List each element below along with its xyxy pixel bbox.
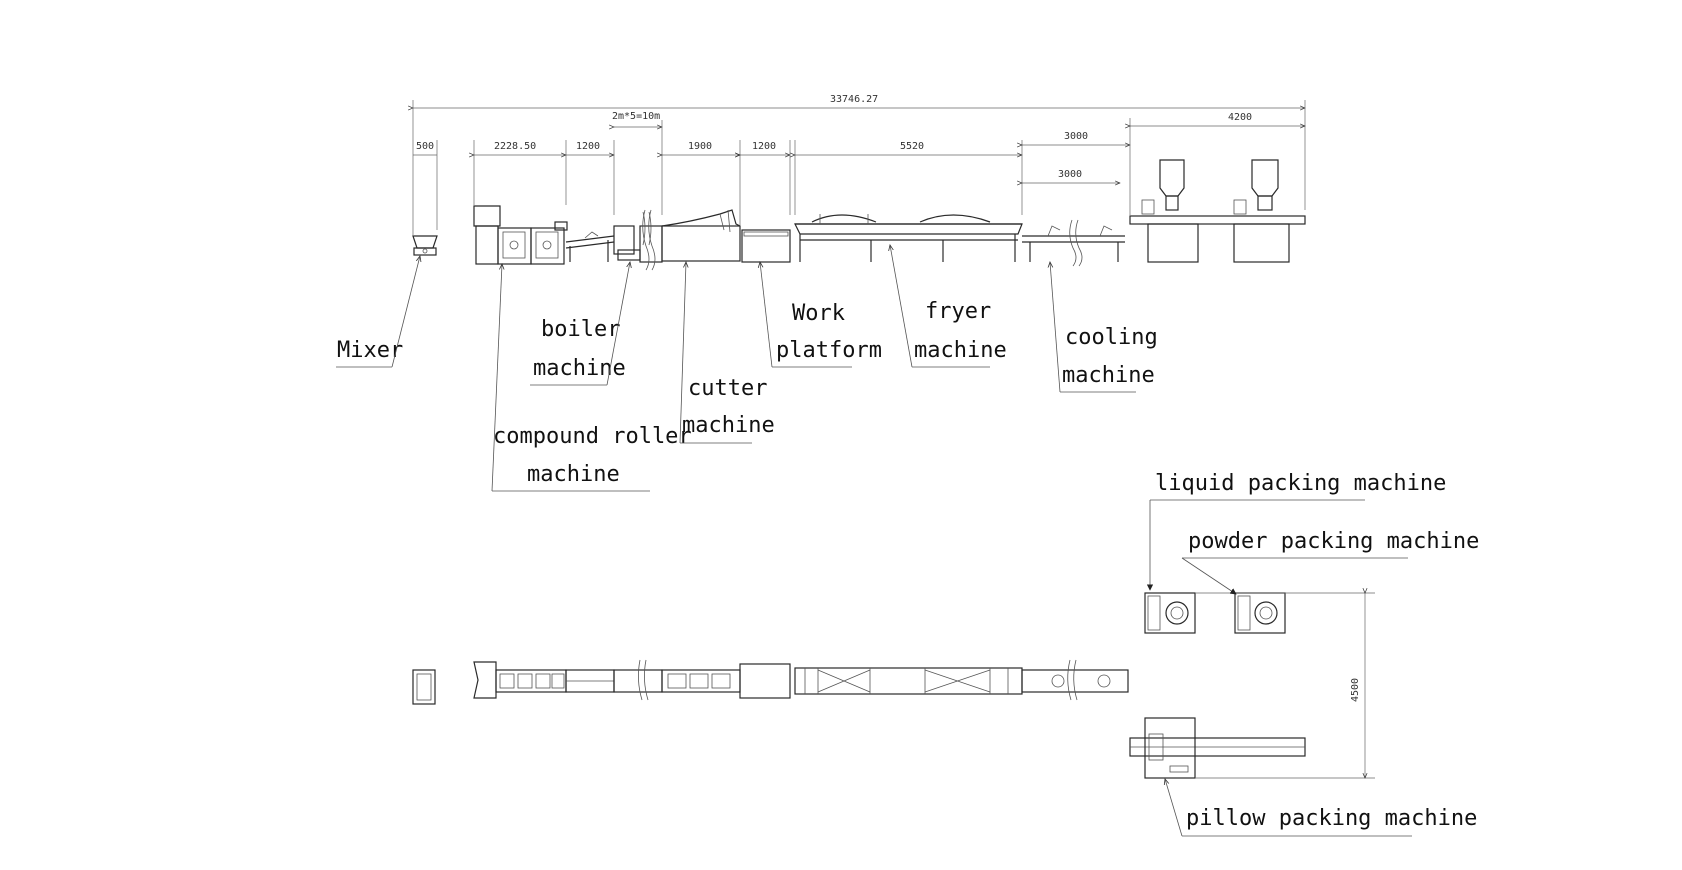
label-fryer-2: machine	[914, 338, 1007, 363]
label-compound-1: compound roller	[493, 424, 692, 449]
dim-cooling-top: 3000	[1064, 131, 1088, 142]
dim-compound: 2228.50	[494, 141, 536, 152]
fryer-elevation	[794, 214, 1023, 262]
dim-vertical: 4500	[1195, 593, 1375, 778]
cutter-elevation	[661, 209, 741, 262]
cooling-plan	[1021, 659, 1129, 701]
label-liquid: liquid packing machine	[1155, 471, 1446, 496]
mixer-plan	[412, 669, 436, 705]
dim-cooling-bottom: 3000	[1058, 169, 1082, 180]
elevation-view	[412, 159, 1306, 271]
dim-boiler: 2m*5=10m	[612, 111, 660, 122]
work-platform-elevation	[741, 229, 791, 263]
label-work-1: Work	[792, 301, 845, 326]
powder-packer-plan	[1234, 592, 1286, 634]
break-marks	[642, 209, 1083, 271]
label-mixer-group: Mixer	[336, 256, 420, 368]
label-compound-group: compound roller machine	[491, 264, 692, 492]
fryer-plan	[794, 667, 1023, 695]
compound-roller-elevation	[473, 205, 568, 265]
conveyor-elevation	[565, 231, 615, 262]
label-cooling-group: cooling machine	[1050, 262, 1158, 393]
dim-fryer: 5520	[900, 141, 924, 152]
cutter-plan	[661, 669, 741, 693]
cooling-elevation	[1022, 225, 1125, 262]
dim-mixer: 500	[416, 141, 434, 152]
label-cooling-2: machine	[1062, 363, 1155, 388]
label-powder: powder packing machine	[1188, 529, 1479, 554]
label-work-group: Work platform	[760, 262, 882, 368]
dim-vertical-text: 4500	[1350, 678, 1361, 702]
label-pillow-group: pillow packing machine	[1165, 779, 1477, 837]
plan-view: 4500	[412, 592, 1375, 779]
label-mixer: Mixer	[337, 338, 403, 363]
dim-packers: 4200	[1228, 112, 1252, 123]
liquid-packer-plan	[1144, 592, 1196, 634]
dimension-lines: 33746.27 500 2228.50 1200 2m*5=10m 1900 …	[413, 94, 1305, 235]
label-cutter-2: machine	[682, 413, 775, 438]
label-work-2: platform	[776, 338, 882, 363]
compound-roller-plan	[473, 661, 567, 699]
boiler-plan	[613, 659, 663, 701]
label-pillow: pillow packing machine	[1186, 806, 1477, 831]
dim-gap1: 1200	[576, 141, 600, 152]
label-cutter-1: cutter	[688, 376, 767, 401]
labels: Mixer boiler machine compound roller mac…	[336, 245, 1479, 837]
label-compound-2: machine	[527, 462, 620, 487]
mixer-elevation	[412, 235, 438, 256]
conveyor-plan	[565, 669, 615, 693]
pillow-packer-plan	[1129, 717, 1306, 779]
label-boiler-1: boiler	[541, 317, 620, 342]
label-boiler-group: boiler machine	[530, 262, 630, 386]
label-fryer-1: fryer	[925, 299, 991, 324]
label-powder-group: powder packing machine	[1181, 529, 1479, 595]
label-cutter-group: cutter machine	[679, 262, 775, 444]
label-fryer-group: fryer machine	[890, 245, 1007, 368]
packers-elevation	[1129, 159, 1306, 263]
dim-work: 1200	[752, 141, 776, 152]
dim-cutter: 1900	[688, 141, 712, 152]
work-platform-plan	[739, 663, 791, 699]
dim-total: 33746.27	[830, 94, 878, 105]
label-liquid-group: liquid packing machine	[1146, 471, 1446, 591]
label-cooling-1: cooling	[1065, 325, 1158, 350]
